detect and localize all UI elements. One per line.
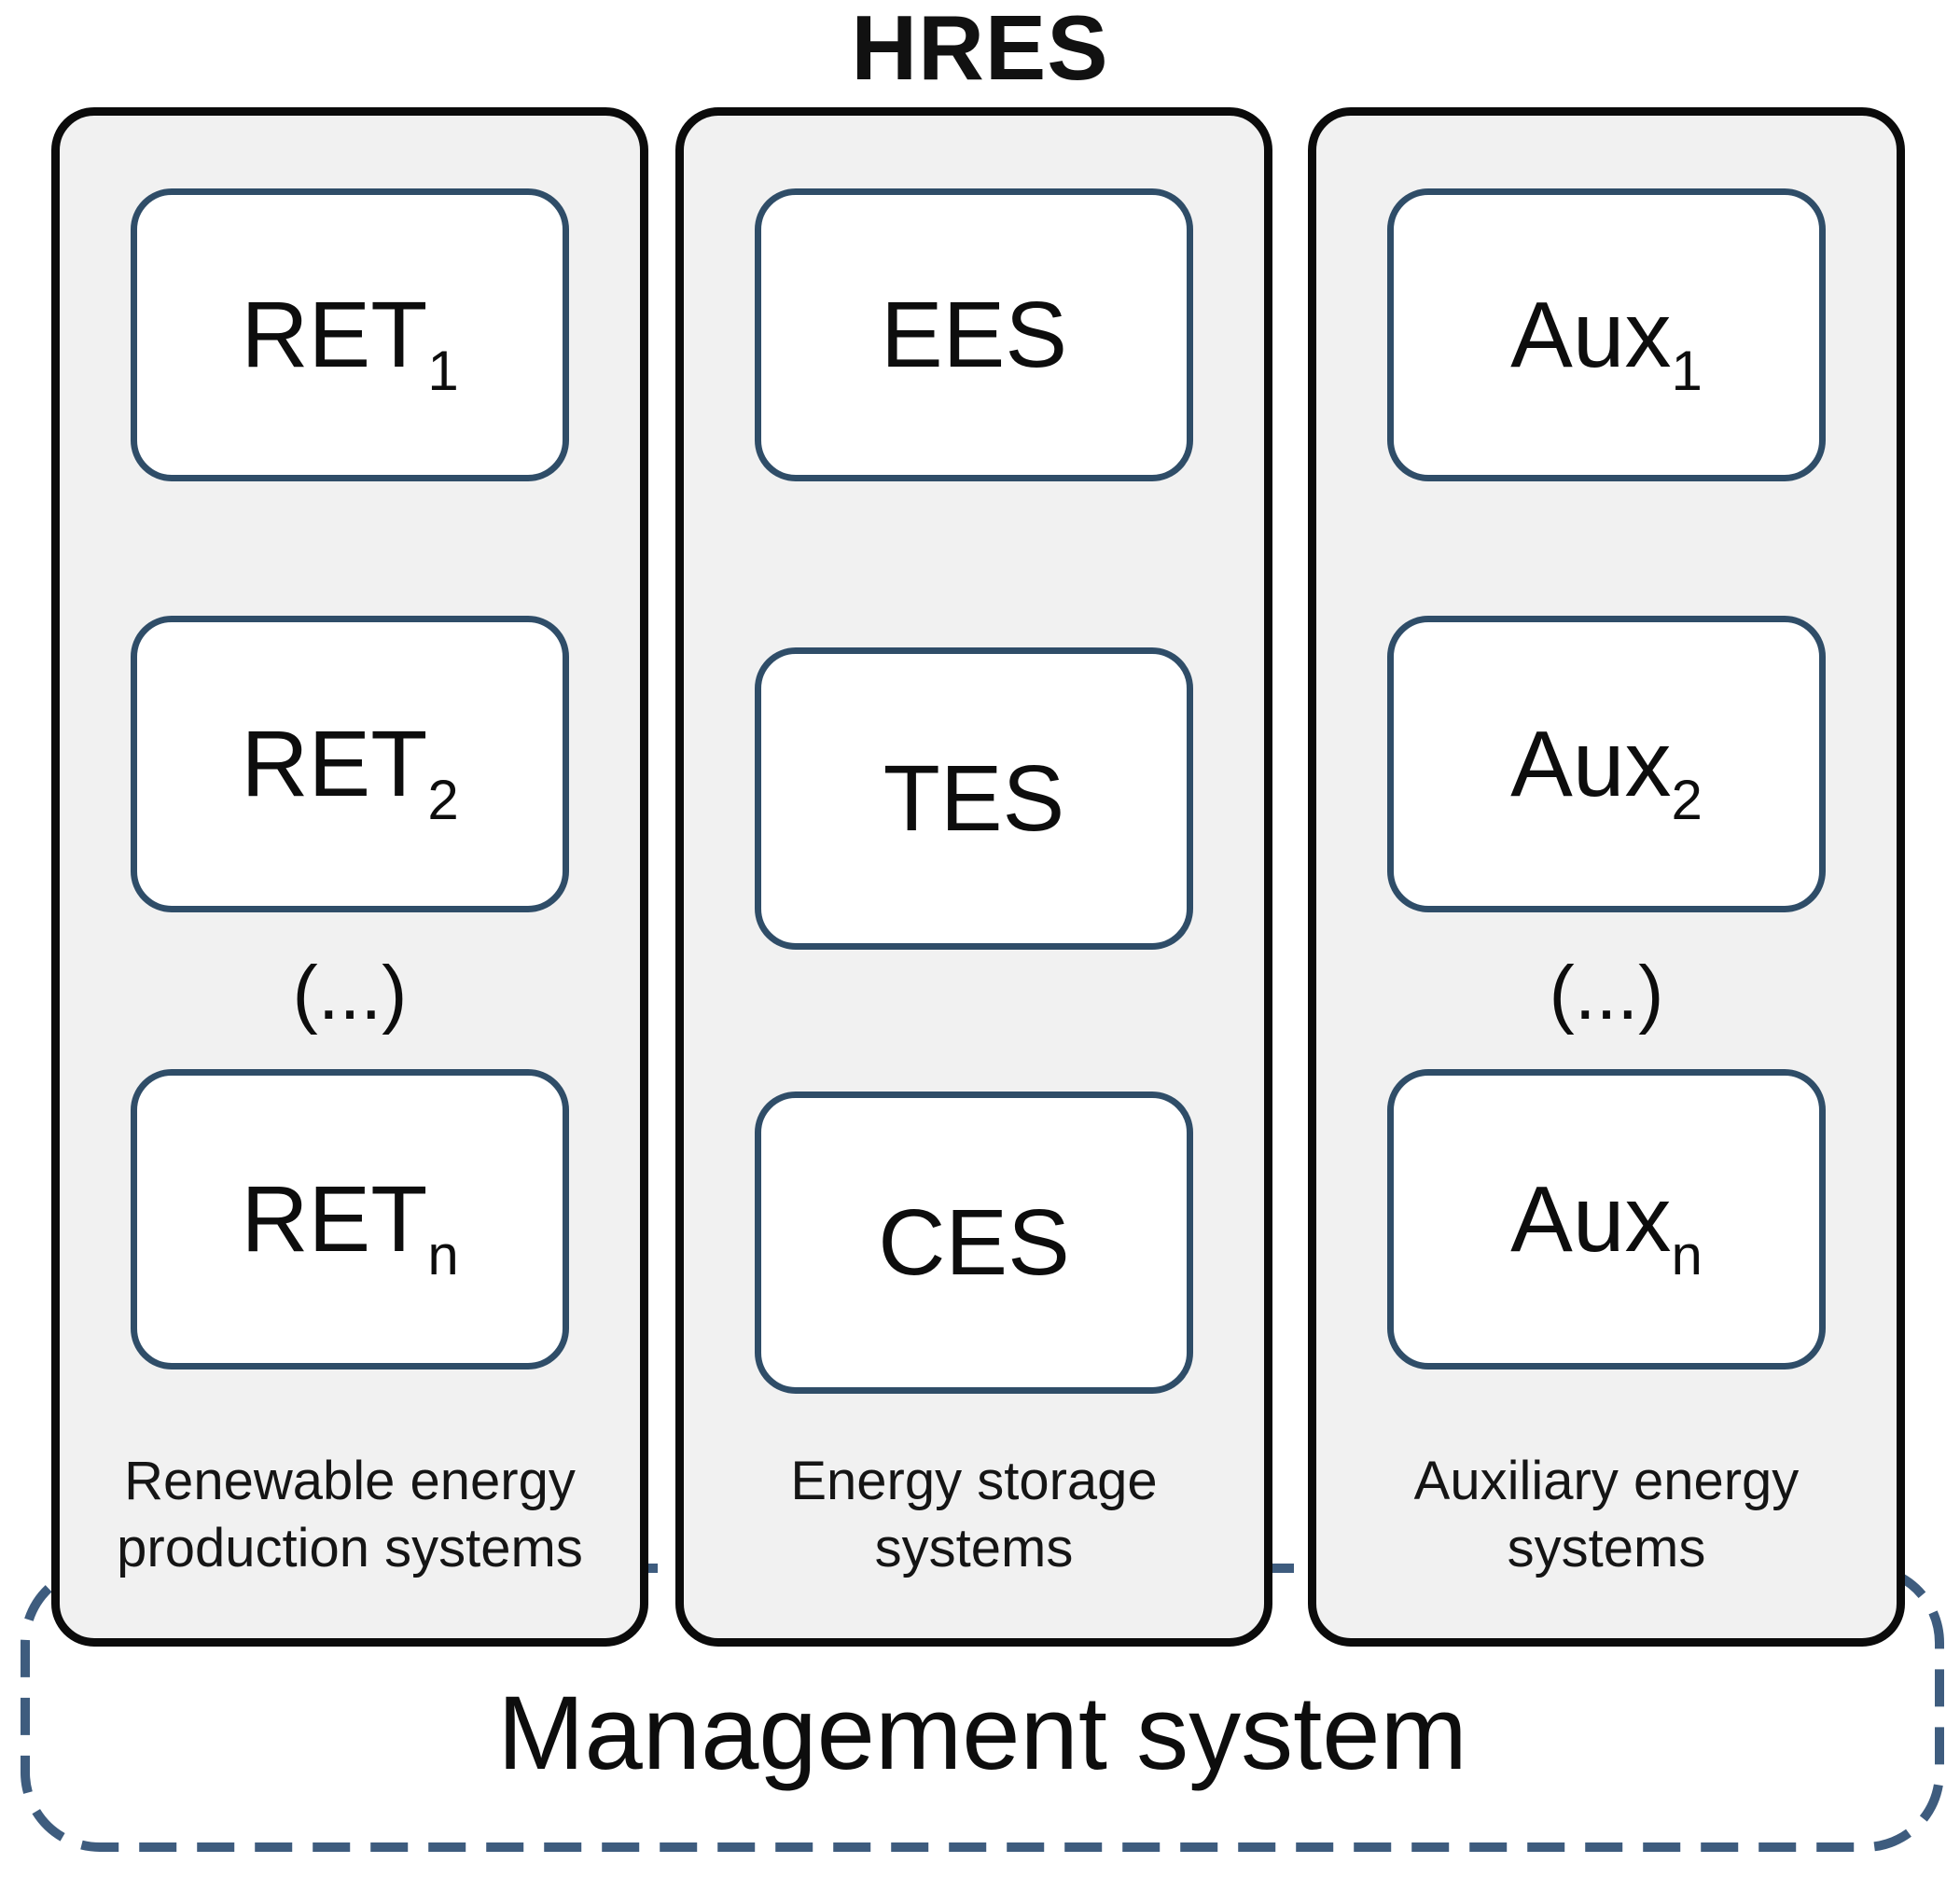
box-ret-n-label: RETn [241, 1166, 459, 1286]
caption-line-1: Auxiliary energy [1413, 1451, 1800, 1511]
subscript: n [1671, 1223, 1703, 1286]
subscript: 1 [427, 339, 459, 402]
box-ees-label: EES [880, 282, 1068, 387]
caption-line-2: production systems [117, 1517, 583, 1578]
caption-energy-storage: Energy storage systems [684, 1448, 1264, 1582]
subscript: 2 [1671, 768, 1703, 831]
box-aux-2: Aux2 [1387, 616, 1826, 912]
box-aux-1: Aux1 [1387, 188, 1826, 481]
diagram-title: HRES [851, 0, 1109, 99]
box-ret-n: RETn [131, 1069, 569, 1370]
caption-line-2: systems [874, 1517, 1074, 1578]
caption-auxiliary-energy: Auxiliary energy systems [1316, 1448, 1897, 1582]
caption-line-2: systems [1507, 1517, 1706, 1578]
box-aux-n-label: Auxn [1510, 1166, 1703, 1286]
subscript: n [427, 1223, 459, 1286]
caption-line-1: Renewable energy [124, 1451, 576, 1511]
box-ees: EES [755, 188, 1193, 481]
column-energy-storage: EES TES CES Energy storage systems [675, 107, 1272, 1647]
box-tes-label: TES [883, 745, 1065, 851]
management-system-label: Management system [497, 1675, 1467, 1791]
caption-renewable-energy-production: Renewable energy production systems [60, 1448, 640, 1582]
ellipsis-renewable: (...) [292, 951, 408, 1036]
column-auxiliary-energy: Aux1 Aux2 (...) Auxn Auxiliary energy sy… [1308, 107, 1905, 1647]
box-ret-1: RET1 [131, 188, 569, 481]
caption-line-1: Energy storage [790, 1451, 1158, 1511]
box-ret-2: RET2 [131, 616, 569, 912]
box-aux-2-label: Aux2 [1510, 711, 1703, 831]
box-ret-1-label: RET1 [241, 282, 459, 402]
box-ces-label: CES [878, 1189, 1070, 1295]
box-aux-n: Auxn [1387, 1069, 1826, 1370]
box-ces: CES [755, 1091, 1193, 1394]
box-tes: TES [755, 647, 1193, 950]
box-aux-1-label: Aux1 [1510, 282, 1703, 402]
column-renewable-energy-production: RET1 RET2 (...) RETn Renewable energy pr… [51, 107, 648, 1647]
ellipsis-auxiliary: (...) [1549, 951, 1664, 1036]
subscript: 1 [1671, 339, 1703, 402]
subscript: 2 [427, 768, 459, 831]
box-ret-2-label: RET2 [241, 711, 459, 831]
